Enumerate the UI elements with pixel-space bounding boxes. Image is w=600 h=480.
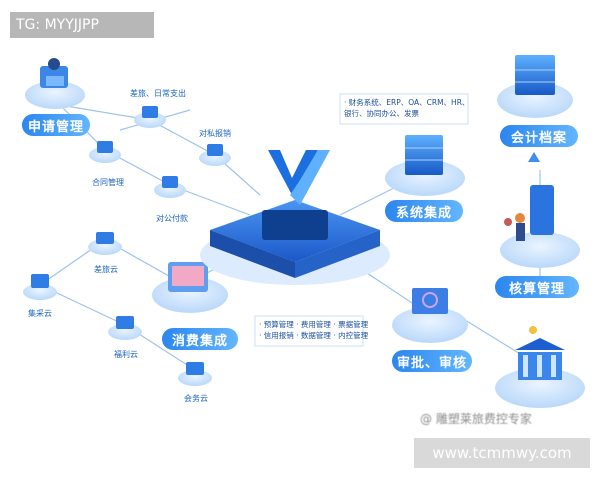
contract-label: 合同管理 bbox=[92, 178, 124, 187]
welfare-cloud-label: 福利云 bbox=[114, 350, 138, 359]
system-list-box bbox=[339, 93, 469, 125]
accounting-caption: 核算管理 bbox=[508, 282, 565, 297]
sub-node-public bbox=[154, 176, 186, 198]
system-caption: 系统集成 bbox=[395, 206, 452, 221]
purchase-cloud-label: 集采云 bbox=[28, 309, 52, 318]
private-pay-label: 对私报销 bbox=[199, 129, 231, 138]
center-feature-box bbox=[254, 315, 364, 347]
top-watermark: TG: MYYJJPP bbox=[10, 12, 154, 38]
bank-node bbox=[495, 326, 585, 408]
apply-node bbox=[25, 58, 85, 109]
system-node bbox=[385, 135, 465, 196]
business-cloud-label: 会务云 bbox=[184, 394, 208, 403]
consume-node bbox=[152, 262, 228, 313]
consume-caption-bg bbox=[162, 328, 238, 350]
approval-caption-bg bbox=[392, 350, 472, 372]
sub-node-purchase-cloud bbox=[23, 274, 57, 300]
system-list-line-2: 银行、协同办公、发票 bbox=[344, 109, 419, 118]
center-feature-line-1: · 预算管理 · 费用管理 · 票据管理 bbox=[259, 320, 369, 329]
archive-caption: 会计档案 bbox=[510, 131, 567, 146]
accounting-caption-bg bbox=[495, 276, 579, 298]
source-credit: @ 雕塑莱旅费控专家 bbox=[420, 412, 532, 426]
system-list-line-1: · 财务系统、ERP、OA、CRM、HR、 bbox=[344, 98, 470, 107]
sub-node-car-cloud bbox=[88, 232, 122, 255]
archive-node bbox=[497, 55, 573, 118]
travel-label: 差旅、日常支出 bbox=[130, 89, 186, 98]
apply-caption-bg bbox=[22, 114, 90, 136]
car-cloud-label: 差旅云 bbox=[94, 265, 118, 274]
accounting-node bbox=[500, 185, 580, 268]
sub-node-business-cloud bbox=[178, 362, 212, 386]
center-features: · 预算管理 · 费用管理 · 票据管理 · 信用报销 · 数据管理 · 内控管… bbox=[259, 319, 368, 341]
center-feature-line-2: · 信用报销 · 数据管理 · 内控管理 bbox=[259, 331, 369, 340]
approval-caption: 审批、审核 bbox=[396, 356, 467, 371]
consume-caption: 消费集成 bbox=[171, 334, 228, 349]
sub-node-contract bbox=[89, 141, 121, 163]
approval-node bbox=[392, 288, 468, 343]
system-list: · 财务系统、ERP、OA、CRM、HR、 银行、协同办公、发票 bbox=[344, 97, 469, 119]
sub-node-welfare-cloud bbox=[108, 316, 142, 340]
apply-caption: 申请管理 bbox=[27, 120, 84, 135]
system-caption-bg bbox=[385, 200, 463, 222]
sub-node-private bbox=[199, 144, 231, 166]
arrow-up-icon bbox=[528, 152, 540, 162]
bottom-watermark: www.tcmmwy.com bbox=[414, 438, 590, 468]
public-pay-label: 对公付款 bbox=[156, 214, 188, 223]
archive-caption-bg bbox=[500, 125, 578, 147]
sub-node-travel bbox=[134, 106, 166, 128]
central-platform bbox=[200, 150, 390, 285]
